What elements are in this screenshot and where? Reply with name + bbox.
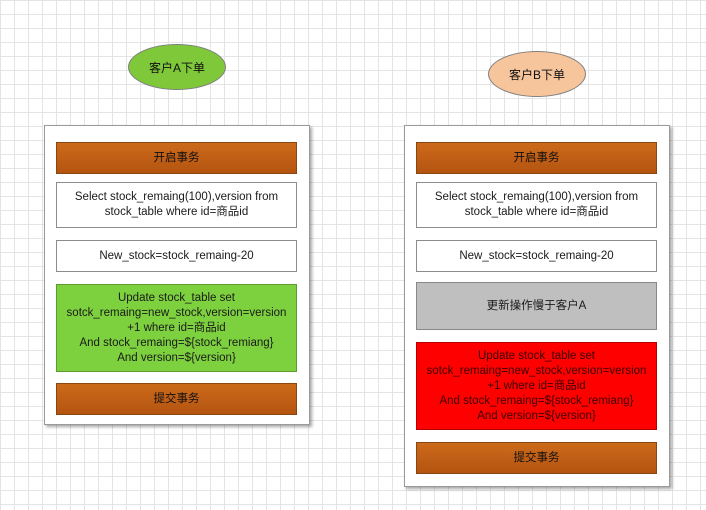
- client-b-begin-transaction-box: 开启事务: [416, 142, 657, 174]
- client-a-order-label: 客户A下单: [148, 60, 205, 75]
- client-a-commit-transaction-box: 提交事务: [56, 383, 297, 415]
- client-a-transaction-panel: 开启事务 Select stock_remaing(100),version f…: [44, 125, 310, 425]
- client-a-update-box: Update stock_table set sotck_remaing=new…: [56, 284, 297, 372]
- client-b-begin-transaction-text: 开启事务: [513, 151, 560, 164]
- client-a-begin-transaction-text: 开启事务: [153, 151, 200, 164]
- client-a-commit-transaction-text: 提交事务: [153, 392, 200, 405]
- client-a-order-oval: 客户A下单: [128, 44, 226, 90]
- client-a-update-text: Update stock_table set sotck_remaing=new…: [66, 291, 287, 364]
- client-a-begin-transaction-box: 开启事务: [56, 142, 297, 174]
- client-b-update-box: Update stock_table set sotck_remaing=new…: [416, 342, 657, 430]
- client-b-commit-transaction-box: 提交事务: [416, 442, 657, 474]
- client-b-select-text: Select stock_remaing(100),version from s…: [434, 191, 639, 218]
- client-b-commit-transaction-text: 提交事务: [513, 451, 560, 464]
- client-b-select-box: Select stock_remaing(100),version from s…: [416, 182, 657, 228]
- client-b-compute-text: New_stock=stock_remaing-20: [459, 249, 614, 262]
- client-b-order-oval: 客户B下单: [488, 51, 586, 97]
- client-b-order-label: 客户B下单: [508, 67, 565, 82]
- client-b-transaction-panel: 开启事务 Select stock_remaing(100),version f…: [404, 125, 670, 487]
- client-b-slower-update-text: 更新操作慢于客户A: [486, 299, 587, 312]
- client-a-select-text: Select stock_remaing(100),version from s…: [74, 191, 279, 218]
- client-b-slower-update-box: 更新操作慢于客户A: [416, 282, 657, 330]
- client-b-update-text: Update stock_table set sotck_remaing=new…: [426, 349, 647, 422]
- client-a-select-box: Select stock_remaing(100),version from s…: [56, 182, 297, 228]
- client-b-compute-box: New_stock=stock_remaing-20: [416, 240, 657, 272]
- client-a-compute-text: New_stock=stock_remaing-20: [99, 249, 254, 262]
- client-a-compute-box: New_stock=stock_remaing-20: [56, 240, 297, 272]
